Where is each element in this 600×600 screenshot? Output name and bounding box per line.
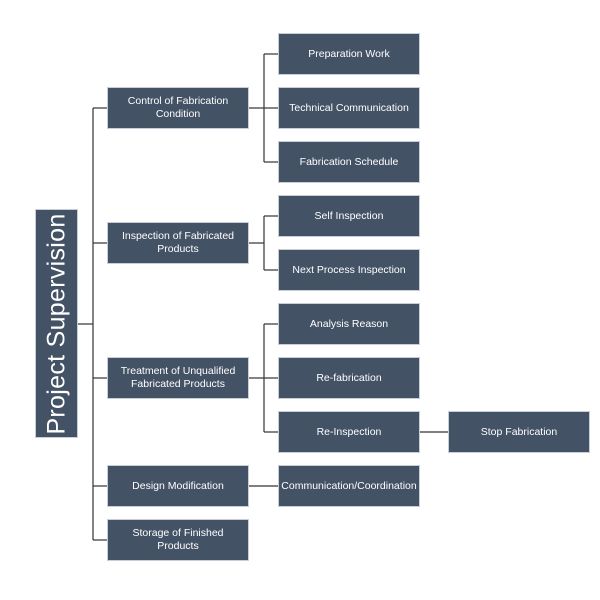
node-self-inspection: Self Inspection	[278, 195, 420, 237]
node-technical-communication: Technical Communication	[278, 87, 420, 129]
node-communication-coordination: Communication/Coordination	[278, 465, 420, 507]
node-preparation-work: Preparation Work	[278, 33, 420, 75]
node-treatment-of-unqualified-products: Treatment of Unqualified Fabricated Prod…	[107, 357, 249, 399]
node-stop-fabrication: Stop Fabrication	[448, 411, 590, 453]
node-analysis-reason: Analysis Reason	[278, 303, 420, 345]
root-node: Project Supervision	[35, 209, 78, 438]
node-re-fabrication: Re-fabrication	[278, 357, 420, 399]
node-re-inspection: Re-Inspection	[278, 411, 420, 453]
root-label: Project Supervision	[42, 212, 70, 435]
node-storage-of-finished-products: Storage of Finished Products	[107, 519, 249, 561]
node-design-modification: Design Modification	[107, 465, 249, 507]
node-control-of-fabrication-condition: Control of Fabrication Condition	[107, 87, 249, 129]
node-fabrication-schedule: Fabrication Schedule	[278, 141, 420, 183]
node-inspection-of-fabricated-products: Inspection of Fabricated Products	[107, 222, 249, 264]
node-next-process-inspection: Next Process Inspection	[278, 249, 420, 291]
